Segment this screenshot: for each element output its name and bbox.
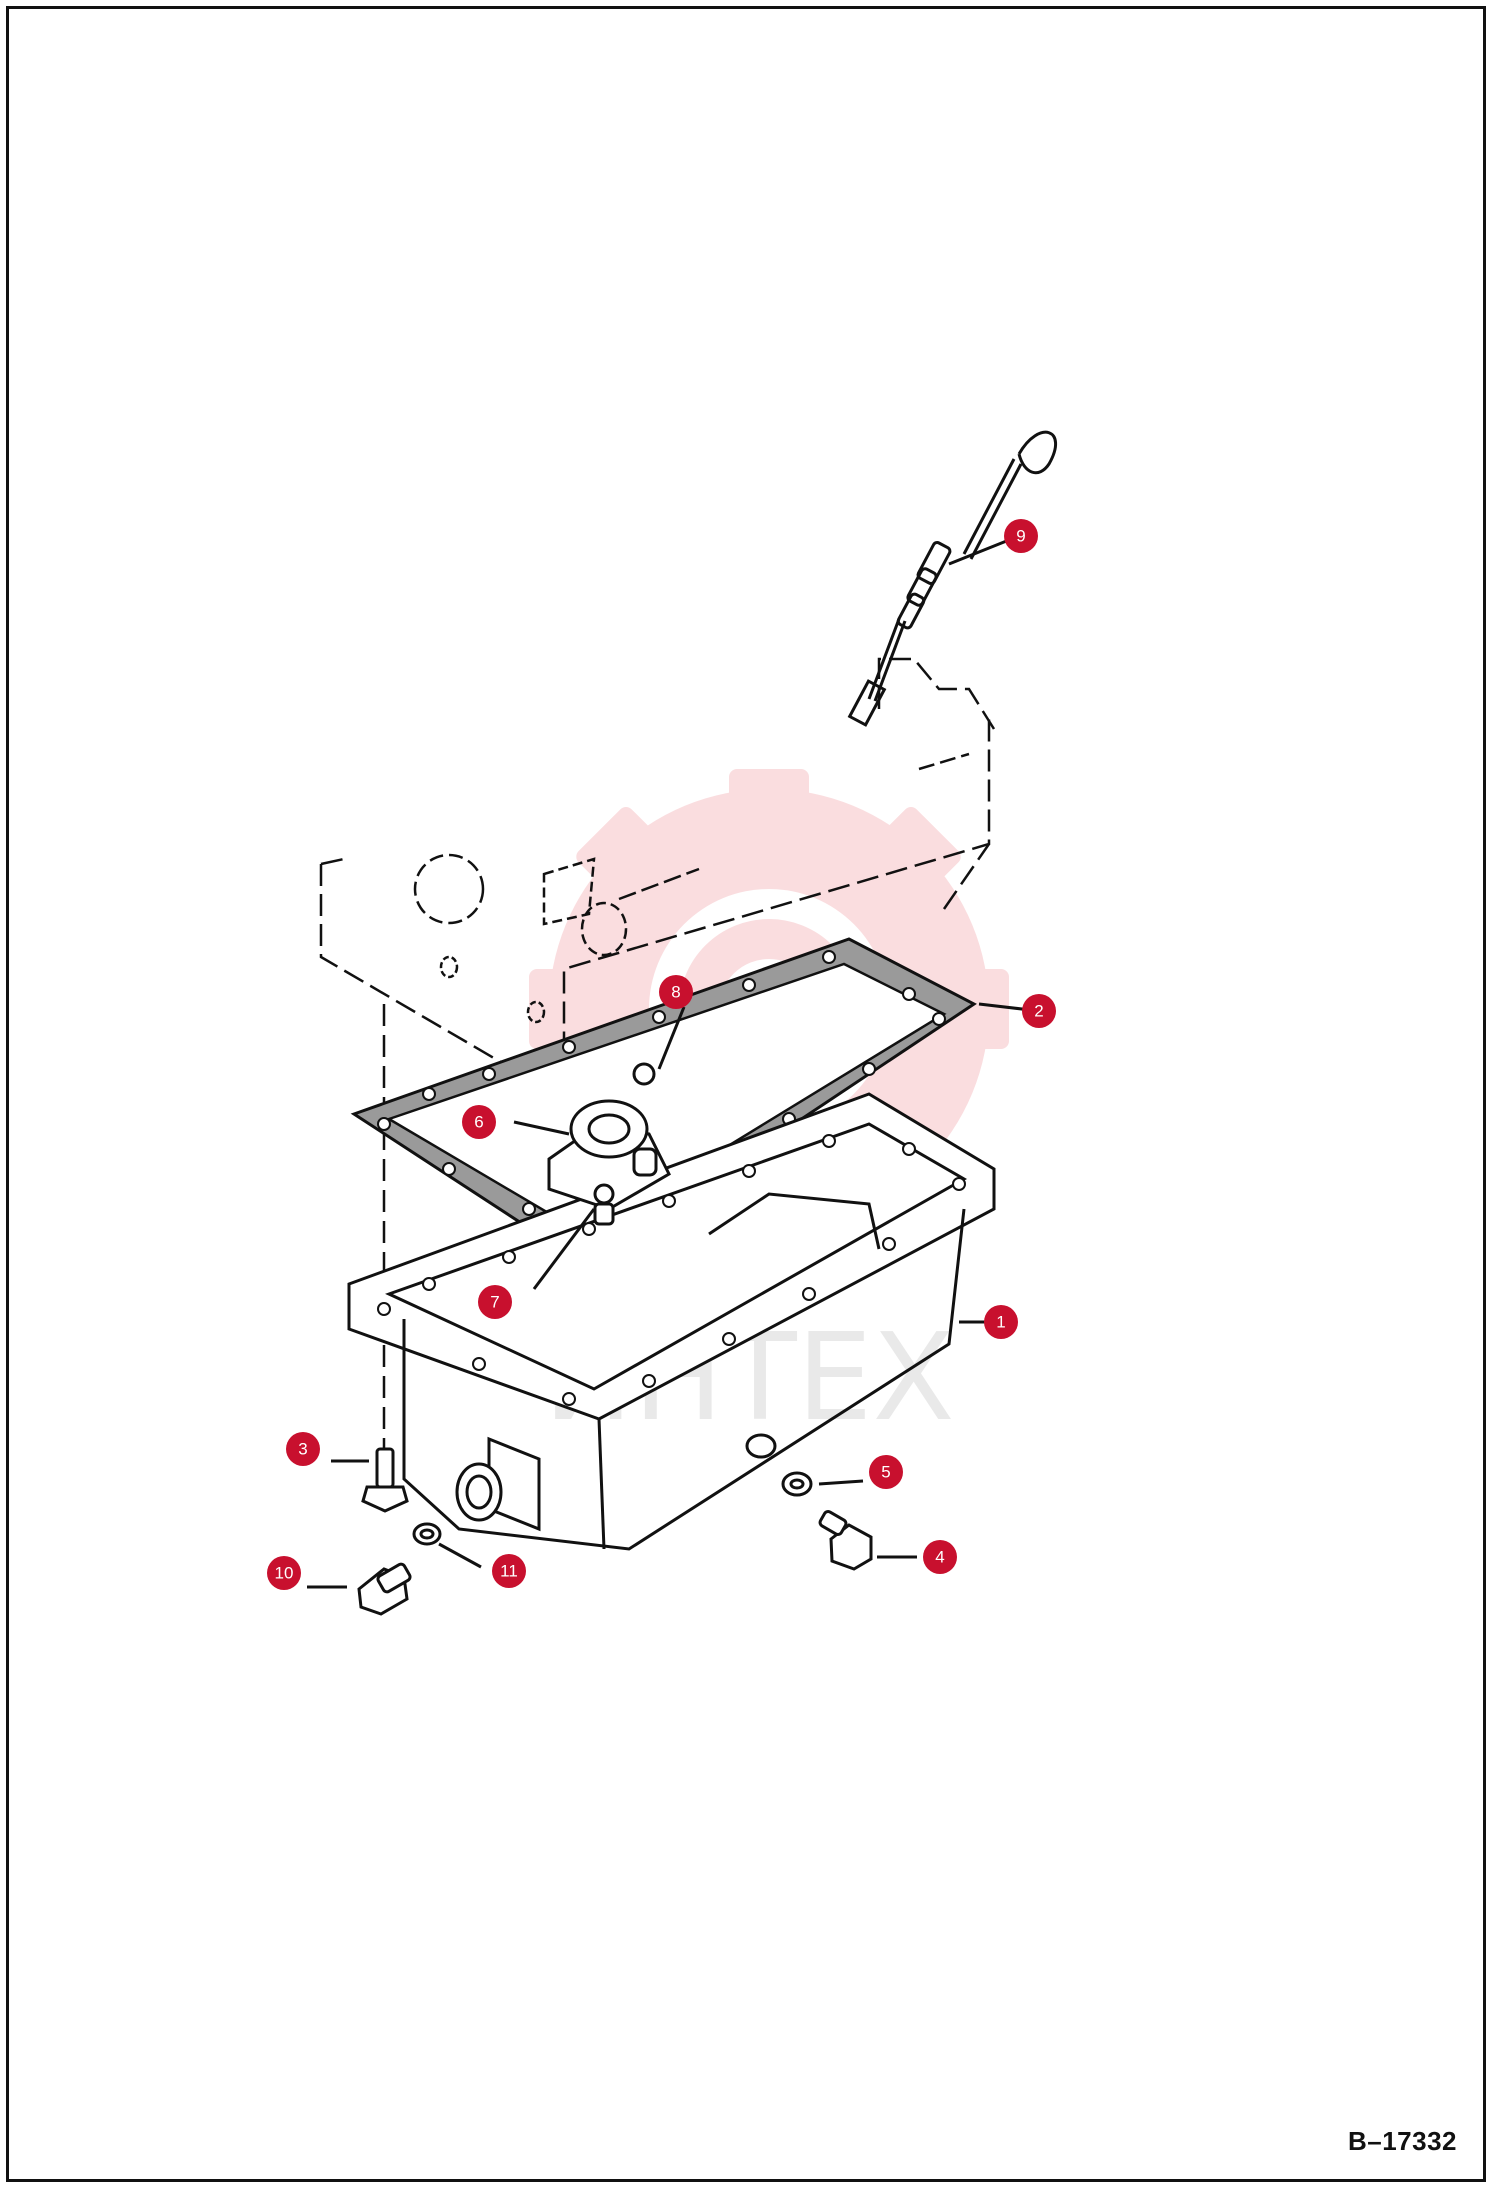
callout-3-label: 3 bbox=[298, 1440, 307, 1459]
drain-plug-side-drawing bbox=[745, 1433, 873, 1571]
callout-6[interactable]: 6 bbox=[462, 1105, 496, 1139]
callout-8[interactable]: 8 bbox=[659, 975, 693, 1009]
engine-block-outline bbox=[319, 657, 996, 1102]
callout-9[interactable]: 9 bbox=[1004, 519, 1038, 553]
callout-11[interactable]: 11 bbox=[492, 1554, 526, 1588]
callout-9-label: 9 bbox=[1016, 527, 1025, 546]
callout-5[interactable]: 5 bbox=[869, 1455, 903, 1489]
callout-10[interactable]: 10 bbox=[267, 1556, 301, 1590]
dipstick-drawing bbox=[847, 430, 1057, 727]
diagram-frame: ИНТЕХ bbox=[6, 6, 1486, 2182]
callout-2[interactable]: 2 bbox=[1022, 994, 1056, 1028]
callout-3[interactable]: 3 bbox=[286, 1432, 320, 1466]
callout-7-label: 7 bbox=[490, 1293, 499, 1312]
callout-4-label: 4 bbox=[935, 1548, 944, 1567]
drain-plug-front-drawing bbox=[357, 1462, 503, 1616]
bolt-3-drawing bbox=[361, 1447, 409, 1513]
strainer-drawing bbox=[547, 1062, 671, 1226]
callout-11-label: 11 bbox=[500, 1562, 518, 1581]
drawing-number: B–17332 bbox=[1347, 2126, 1457, 2156]
oil-pan-exploded-diagram: ИНТЕХ bbox=[267, 430, 1057, 1616]
callout-7[interactable]: 7 bbox=[478, 1285, 512, 1319]
callout-6-label: 6 bbox=[474, 1113, 483, 1132]
callout-4[interactable]: 4 bbox=[923, 1540, 957, 1574]
callout-1-label: 1 bbox=[996, 1313, 1005, 1332]
callout-1[interactable]: 1 bbox=[984, 1305, 1018, 1339]
callout-8-label: 8 bbox=[671, 983, 680, 1002]
leader-lines bbox=[307, 536, 1040, 1589]
oil-pan-drawing bbox=[347, 1092, 996, 1551]
callout-10-label: 10 bbox=[275, 1564, 294, 1583]
callout-2-label: 2 bbox=[1034, 1002, 1043, 1021]
callout-5-label: 5 bbox=[881, 1463, 890, 1482]
